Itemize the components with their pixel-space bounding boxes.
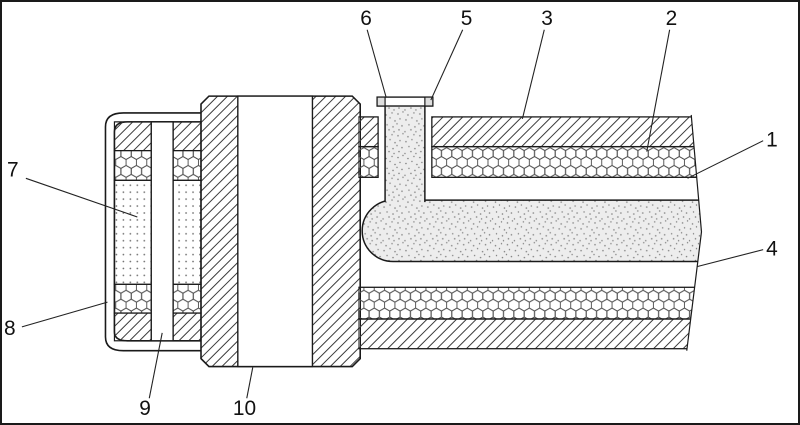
left-layer-stack — [113, 121, 202, 342]
ref-label-1: 1 — [766, 129, 778, 152]
ref-label-3: 3 — [541, 7, 553, 30]
leader-lines — [21, 29, 764, 399]
leader-line-2 — [646, 29, 671, 152]
leader-line-4 — [697, 249, 764, 268]
top-honeycomb-layer-left-segment — [358, 145, 379, 178]
inner-sleeve-channel — [150, 121, 174, 342]
inlet-tube-fill — [385, 106, 425, 203]
ref-label-7: 7 — [7, 158, 19, 181]
ref-label-9: 9 — [139, 397, 151, 420]
leader-line-9 — [148, 332, 163, 399]
leader-line-1 — [687, 140, 764, 179]
central-collar — [200, 95, 361, 368]
bottom-honeycomb-layer — [358, 286, 702, 320]
inlet-flange-right-tab — [424, 96, 434, 107]
ref-label-8: 8 — [4, 317, 16, 340]
ref-label-6: 6 — [360, 7, 372, 30]
stippled-core-layer — [361, 199, 702, 263]
bottom-hatch-layer — [358, 318, 702, 350]
top-honeycomb-layer-right-segment — [431, 145, 702, 178]
leader-line-5 — [430, 29, 464, 101]
ref-label-2: 2 — [666, 7, 678, 30]
ref-label-4: 4 — [766, 238, 778, 261]
ref-label-5: 5 — [461, 7, 473, 30]
inlet-flange-left-tab — [376, 96, 386, 107]
leader-line-8 — [21, 301, 108, 328]
break-edge-line — [686, 114, 703, 351]
leader-line-7 — [25, 177, 138, 218]
top-hatch-layer-right-segment — [431, 116, 702, 148]
inlet-tube — [376, 96, 434, 203]
right-layered-body — [358, 116, 702, 350]
leader-line-6 — [366, 29, 387, 98]
top-hatch-layer-left-segment — [358, 116, 379, 148]
reference-labels: 6 5 3 2 1 4 7 8 9 10 — [4, 7, 778, 420]
ref-label-10: 10 — [233, 397, 256, 420]
collar-center-band — [237, 95, 314, 368]
cap-outer-contour — [104, 112, 201, 352]
leader-line-10 — [246, 367, 254, 399]
leader-line-3 — [521, 29, 545, 120]
